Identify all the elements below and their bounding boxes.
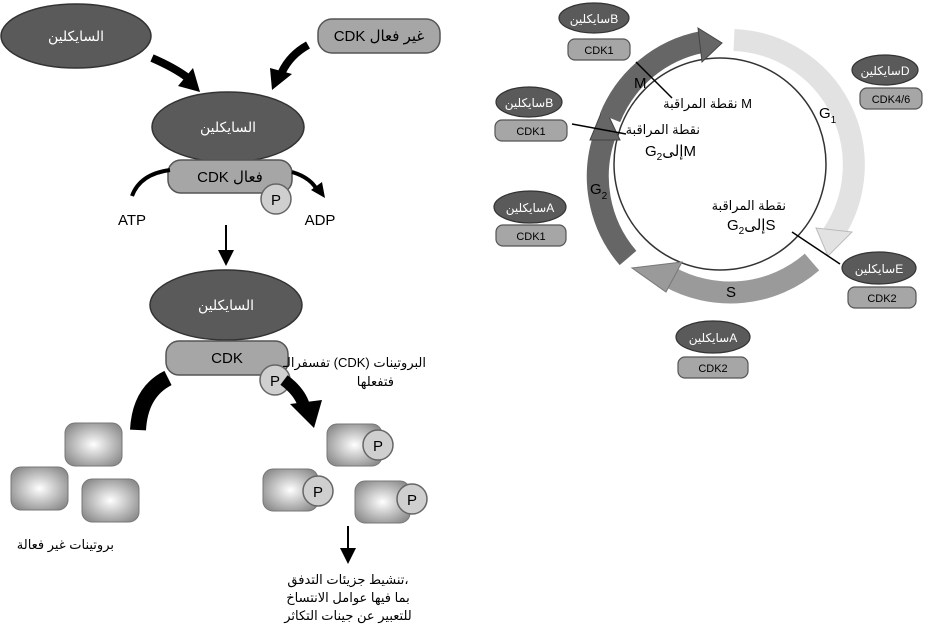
checkpoint-g2m-label-line2: G2إلىM [645, 143, 696, 163]
complex-cyclin-b-left-cyclin: سايكلينB [505, 96, 553, 111]
complex-cyclin-e-cdk: CDK2 [867, 293, 896, 305]
inactive-protein-2 [10, 466, 69, 511]
phosphate-mid: P [260, 183, 292, 215]
inactive-protein-3 [81, 478, 140, 523]
active-protein-2: P [262, 468, 334, 512]
phosphorylation-caption-line1: تفسفرالـ (CDK) البروتينات [282, 355, 426, 371]
phosphate-mid-label: P [271, 192, 281, 209]
checkpoint-g2m-label-line1: نقطة المراقبة [626, 122, 700, 138]
g1-arc [733, 29, 865, 241]
inactive-proteins-label: بروتينات غير فعالة [17, 537, 114, 553]
cdk-active-label: CDK فعال [197, 169, 263, 186]
cyclin-bottom-label: السايكلين [198, 297, 254, 314]
arrow-cdk-to-complex-head [270, 68, 292, 90]
phase-s-label: S [726, 284, 736, 301]
arrow-to-inactive-proteins [130, 370, 172, 431]
arrow-to-phosphorylated-proteins [280, 375, 310, 408]
cdk-bottom: CDK [165, 340, 289, 376]
outcome-line3: للتعبير عن جينات التكاثر [283, 608, 411, 624]
m-arrowhead [697, 27, 723, 64]
active-protein-2-phosphate: P [313, 484, 323, 501]
inactive-proteins [10, 422, 140, 523]
g1-arrowhead [815, 227, 854, 257]
cdk-activation-pathway: السايكلين CDK غير فعال السايكلين CDK فعا… [0, 3, 441, 624]
adp-arc-head [311, 182, 325, 198]
phosphorylation-caption-line2: فتفعلها [357, 374, 394, 390]
phase-g2-label: G2 [590, 181, 608, 202]
cyclin-mid-label: السايكلين [200, 119, 256, 136]
cdk-active: CDK فعال [167, 159, 293, 194]
active-proteins: P P P [262, 423, 428, 524]
active-protein-1: P [326, 423, 394, 467]
complex-cyclin-b-left-cdk: CDK1 [516, 126, 545, 138]
g2-arc [586, 128, 637, 266]
checkpoint-m-line [635, 61, 673, 99]
arrow-cyclin-to-complex [150, 54, 191, 82]
cyclin-top-label: السايكلين [48, 28, 104, 45]
phase-g1-label: G1 [819, 105, 837, 126]
complex-cyclin-a-bottom-cdk: CDK2 [698, 363, 727, 375]
checkpoint-g1s-label-line1: نقطة المراقبة [712, 198, 786, 214]
cdk-inactive: CDK غير فعال [317, 18, 441, 54]
complex-cyclin-b-left: سايكلينB CDK1 [494, 86, 568, 142]
atp-label: ATP [118, 212, 146, 229]
active-protein-3: P [354, 480, 428, 524]
complex-cyclin-e-cyclin: سايكلينE [855, 262, 903, 277]
complex-cyclin-a-left: سايكلينA CDK1 [493, 190, 567, 247]
cyclin-top: السايكلين [0, 3, 152, 69]
cell-cycle: M G1 S G2 نقطة المراقبة M نقطة المراقبة … [493, 2, 923, 379]
active-protein-1-phosphate: P [373, 438, 383, 455]
complex-cyclin-a-left-cyclin: سايكلينA [506, 201, 554, 216]
complex-cyclin-a-bottom: سايكلينA CDK2 [675, 320, 751, 379]
complex-cyclin-d-cyclin: سايكلينD [860, 64, 909, 79]
complex-cyclin-b-top: سايكلينB CDK1 [558, 2, 631, 61]
phase-m-label: M [634, 75, 647, 92]
complex-cyclin-d-cdk: CDK4/6 [872, 94, 911, 106]
s-arc [662, 253, 820, 304]
cyclin-bottom: السايكلين [149, 269, 303, 341]
arrow-cdk-to-complex [278, 41, 311, 74]
adp-label: ADP [305, 212, 336, 229]
outcome-line1: تنشيط جزيئات التدفق، [287, 572, 408, 588]
complex-cyclin-d: سايكلينD CDK4/6 [851, 54, 923, 110]
cdk-bottom-label: CDK [211, 350, 243, 367]
complex-cyclin-b-top-cdk: CDK1 [584, 45, 613, 57]
complex-cyclin-a-bottom-cyclin: سايكلينA [689, 331, 737, 346]
checkpoint-g2m-line [571, 123, 627, 135]
cyclin-mid: السايكلين [151, 91, 305, 163]
atp-arc [130, 168, 171, 197]
checkpoint-g1s-label-line2: G2إلىS [727, 217, 776, 237]
cdk-inactive-label: CDK غير فعال [334, 28, 425, 45]
complex-cyclin-b-top-cyclin: سايكلينB [570, 12, 618, 27]
arrow-to-phosphorylated-proteins-head [290, 400, 322, 428]
complex-cyclin-a-left-cdk: CDK1 [516, 231, 545, 243]
checkpoint-m-label: نقطة المراقبة M [663, 96, 752, 112]
m-arc [599, 31, 705, 123]
inactive-protein-1 [64, 422, 123, 467]
s-arrowhead [630, 261, 683, 293]
active-protein-3-phosphate: P [407, 492, 417, 509]
outcome-line2: بما فيها عوامل الانتساخ [286, 590, 409, 606]
cycle-inner-ring [613, 57, 827, 271]
arrow-cyclin-to-complex-head [178, 68, 200, 92]
phosphate-bottom-label: P [270, 373, 280, 390]
checkpoint-g1s-line [791, 231, 841, 265]
complex-cyclin-e: سايكلينE CDK2 [841, 251, 917, 309]
